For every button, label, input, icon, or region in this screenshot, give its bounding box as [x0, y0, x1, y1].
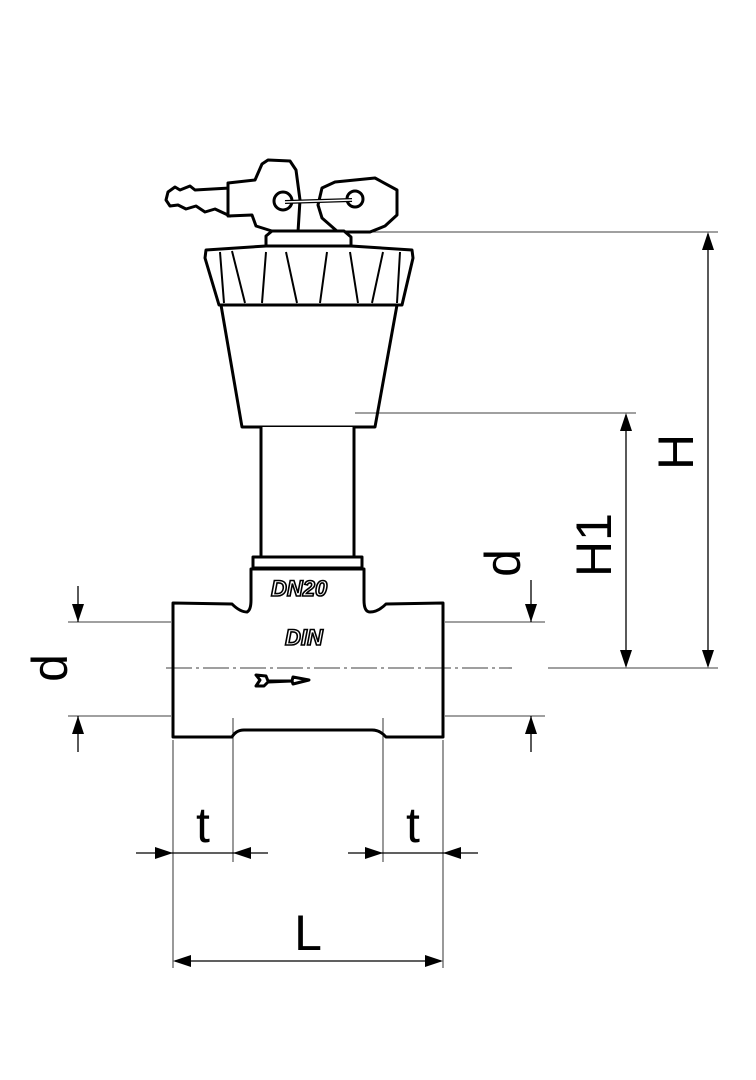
cap-cone — [219, 303, 399, 429]
dimension-label-d-left: d — [22, 654, 78, 682]
dimension-label-d-right: d — [475, 549, 531, 577]
standard-marking: DIN — [285, 625, 324, 650]
stem-collar — [251, 555, 364, 570]
dimension-t-right: t — [348, 797, 478, 859]
dimension-t-left: t — [136, 797, 268, 859]
keys — [164, 158, 399, 234]
dimension-d-left: d — [22, 586, 171, 752]
dimension-label-t-right: t — [406, 797, 420, 853]
dimension-H1: H1 — [355, 412, 636, 668]
knurled-ring — [203, 244, 415, 307]
valve-stem — [259, 427, 356, 559]
left-key-blade — [164, 184, 232, 218]
dimension-L: L — [173, 905, 443, 967]
dimension-label-t-left: t — [196, 797, 210, 853]
dimension-H: H — [350, 231, 718, 669]
size-marking: DN20 — [271, 576, 328, 601]
dimension-label-H1: H1 — [566, 513, 622, 577]
valve-body — [171, 567, 445, 739]
dimension-label-L: L — [294, 905, 322, 961]
extension-lines — [172, 718, 444, 968]
flow-arrow-icon — [254, 673, 311, 688]
dimension-d-right: d — [445, 549, 545, 752]
dimension-label-H: H — [648, 434, 704, 470]
